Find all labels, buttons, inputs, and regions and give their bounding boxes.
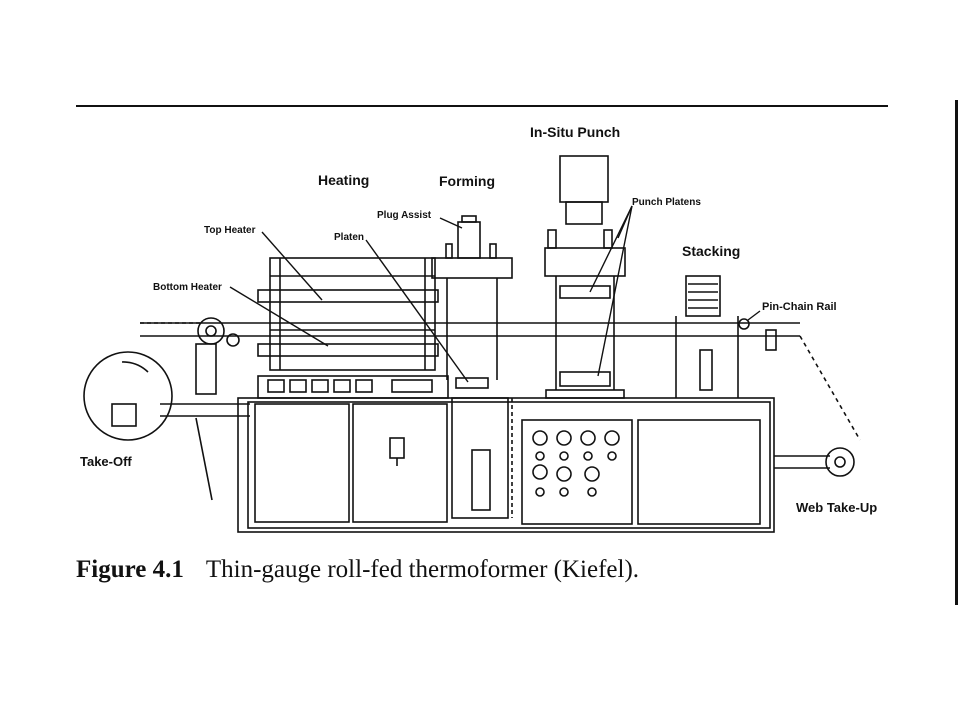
label-stacking: Stacking bbox=[682, 243, 740, 259]
machine-base-cabinet bbox=[237, 397, 775, 533]
label-punch-platens: Punch Platens bbox=[632, 197, 701, 208]
figure-caption: Figure 4.1 Thin-gauge roll-fed thermoform… bbox=[76, 556, 639, 584]
top-rule bbox=[76, 105, 888, 107]
label-bottom-heater: Bottom Heater bbox=[153, 282, 222, 293]
label-web-take-up: Web Take-Up bbox=[796, 500, 877, 515]
label-top-heater: Top Heater bbox=[204, 225, 256, 236]
leader-lines bbox=[229, 205, 761, 383]
take-off-roll bbox=[83, 317, 240, 501]
right-margin-rule bbox=[955, 100, 958, 605]
main-rail bbox=[140, 322, 800, 417]
figure-caption-text: Thin-gauge roll-fed thermoformer (Kiefel… bbox=[205, 556, 640, 583]
label-plug-assist: Plug Assist bbox=[377, 210, 432, 221]
label-pin-chain-rail: Pin-Chain Rail bbox=[762, 301, 837, 313]
label-forming: Forming bbox=[439, 173, 495, 189]
heater-station bbox=[257, 257, 449, 399]
control-panel-gauges bbox=[532, 430, 620, 497]
label-take-off: Take-Off bbox=[80, 454, 132, 469]
label-heating: Heating bbox=[318, 172, 369, 188]
label-platen: Platen bbox=[334, 232, 364, 243]
label-in-situ-punch: In-Situ Punch bbox=[530, 124, 620, 140]
stacking-station bbox=[675, 275, 777, 398]
punch-station bbox=[544, 155, 626, 399]
web-take-up-roll bbox=[774, 335, 861, 477]
forming-station bbox=[431, 215, 513, 519]
figure-number: Figure 4.1 bbox=[76, 556, 184, 583]
diagram-labels: In-Situ Punch Heating Forming Punch Plat… bbox=[80, 124, 877, 515]
